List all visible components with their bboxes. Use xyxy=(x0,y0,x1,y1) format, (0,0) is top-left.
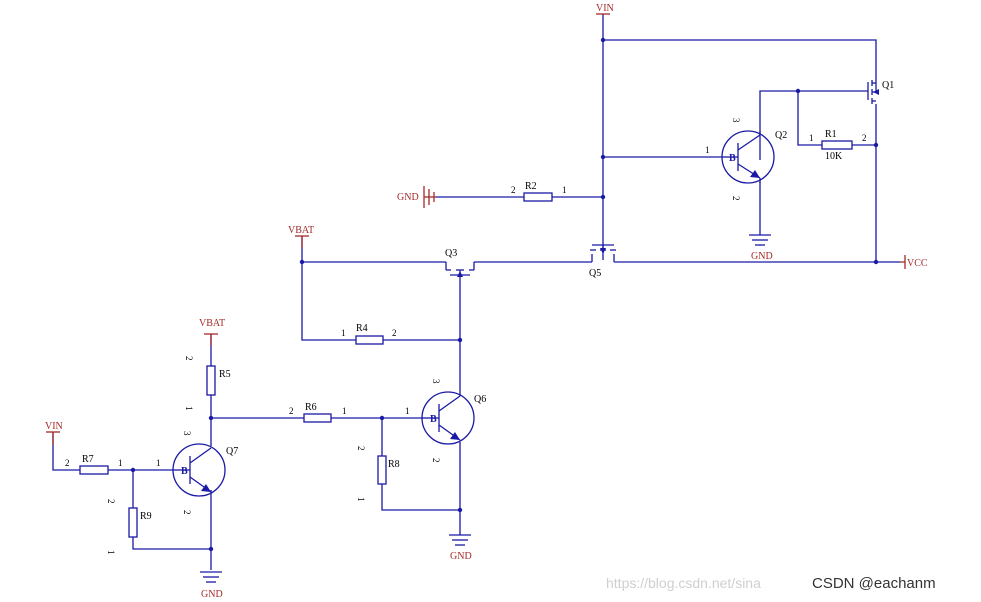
watermark-source: CSDN @eachanm xyxy=(812,575,936,592)
resistor-r4: R4 1 2 xyxy=(341,323,397,345)
resistor-r2: R2 2 1 xyxy=(511,181,567,202)
resistor-r5: R5 2 1 xyxy=(184,356,231,411)
q7-base-letter: B xyxy=(181,466,188,477)
junction-dot xyxy=(457,507,463,513)
mosfet-q1: Q1 xyxy=(867,80,894,104)
resistor-r9: R9 2 1 xyxy=(106,499,152,555)
r1-value: 10K xyxy=(825,151,843,162)
r4-pin-2: 2 xyxy=(392,328,397,338)
r6-pin-1: 1 xyxy=(342,406,347,416)
junction-dot xyxy=(299,259,305,265)
vin-top-label: VIN xyxy=(596,3,614,14)
q6-ref: Q6 xyxy=(474,394,486,405)
wires xyxy=(52,14,900,570)
r8-pin-1: 1 xyxy=(356,497,366,502)
q5-ref: Q5 xyxy=(589,268,601,279)
gnd-q6-label: GND xyxy=(450,551,472,562)
vin-left-symbol: VIN xyxy=(45,421,63,445)
r1-ref: R1 xyxy=(825,129,837,140)
q7-ref: Q7 xyxy=(226,446,238,457)
gnd-q2-label: GND xyxy=(751,251,773,262)
junction-dot xyxy=(600,37,606,43)
vcc-symbol: VCC xyxy=(900,255,928,269)
r8-pin-2: 2 xyxy=(356,446,366,451)
r5-pin-2: 2 xyxy=(184,356,194,361)
junction-dot xyxy=(873,142,879,148)
r5-ref: R5 xyxy=(219,369,231,380)
vbat-mid-label: VBAT xyxy=(288,225,314,236)
r2-pin-1: 1 xyxy=(562,185,567,195)
gnd-r2-symbol: GND xyxy=(397,186,436,208)
gnd-q2-symbol: GND xyxy=(749,234,773,262)
transistor-q2: B Q2 1 3 2 xyxy=(705,118,787,201)
junction-dot xyxy=(208,546,214,552)
junction-dot xyxy=(379,415,385,421)
resistor-r1: R1 10K 1 2 xyxy=(809,129,867,162)
r6-ref: R6 xyxy=(305,402,317,413)
mosfet-q5: Q5 xyxy=(589,244,616,279)
q6-base-letter: B xyxy=(430,414,437,425)
q2-pin-3: 3 xyxy=(731,118,741,123)
vbat-left-label: VBAT xyxy=(199,318,225,329)
vin-left-label: VIN xyxy=(45,421,63,432)
junction-dot xyxy=(130,467,136,473)
q7-pin-1: 1 xyxy=(156,458,161,468)
q2-base-letter: B xyxy=(729,153,736,164)
q2-pin-2: 2 xyxy=(731,196,741,201)
r1-pin-2: 2 xyxy=(862,133,867,143)
gnd-r2-label: GND xyxy=(397,192,419,203)
watermark-url: https://blog.csdn.net/sina xyxy=(606,575,761,591)
junction-dot xyxy=(600,154,606,160)
r1-pin-1: 1 xyxy=(809,133,814,143)
junction-dot xyxy=(457,337,463,343)
r9-ref: R9 xyxy=(140,511,152,522)
vbat-left-symbol: VBAT xyxy=(199,318,225,346)
r7-pin-1: 1 xyxy=(118,458,123,468)
resistor-r6: R6 2 1 xyxy=(289,402,347,423)
r2-pin-2: 2 xyxy=(511,185,516,195)
r7-pin-2: 2 xyxy=(65,458,70,468)
q6-pin-3: 3 xyxy=(431,379,441,384)
r4-ref: R4 xyxy=(356,323,368,334)
r5-pin-1: 1 xyxy=(184,406,194,411)
r9-pin-1: 1 xyxy=(106,550,116,555)
junction-dots xyxy=(130,37,879,552)
q2-ref: Q2 xyxy=(775,130,787,141)
q7-pin-2: 2 xyxy=(182,510,192,515)
gnd-q7-symbol: GND xyxy=(200,571,223,600)
r9-pin-2: 2 xyxy=(106,499,116,504)
junction-dot xyxy=(873,259,879,265)
q7-pin-3: 3 xyxy=(182,431,192,436)
vcc-label: VCC xyxy=(907,258,928,269)
gnd-q6-symbol: GND xyxy=(449,534,472,562)
q6-pin-1: 1 xyxy=(405,406,410,416)
gnd-q7-label: GND xyxy=(201,589,223,600)
r4-pin-1: 1 xyxy=(341,328,346,338)
r8-ref: R8 xyxy=(388,459,400,470)
junction-dot xyxy=(208,415,214,421)
resistor-r8: R8 2 1 xyxy=(356,446,400,502)
r7-ref: R7 xyxy=(82,454,94,465)
r2-ref: R2 xyxy=(525,181,537,192)
q6-pin-2: 2 xyxy=(431,458,441,463)
q3-ref: Q3 xyxy=(445,248,457,259)
r6-pin-2: 2 xyxy=(289,406,294,416)
junction-dot xyxy=(600,194,606,200)
q2-pin-1: 1 xyxy=(705,145,710,155)
transistor-q7: B Q7 1 3 2 xyxy=(156,431,238,515)
transistor-q6: B Q6 1 3 2 xyxy=(405,379,486,463)
mosfet-q3: Q3 xyxy=(445,248,475,282)
resistor-r7: R7 2 1 xyxy=(65,454,123,475)
q1-ref: Q1 xyxy=(882,80,894,91)
vin-top-symbol: VIN xyxy=(596,3,614,15)
junction-dot xyxy=(795,88,801,94)
vbat-mid-symbol: VBAT xyxy=(288,225,314,248)
